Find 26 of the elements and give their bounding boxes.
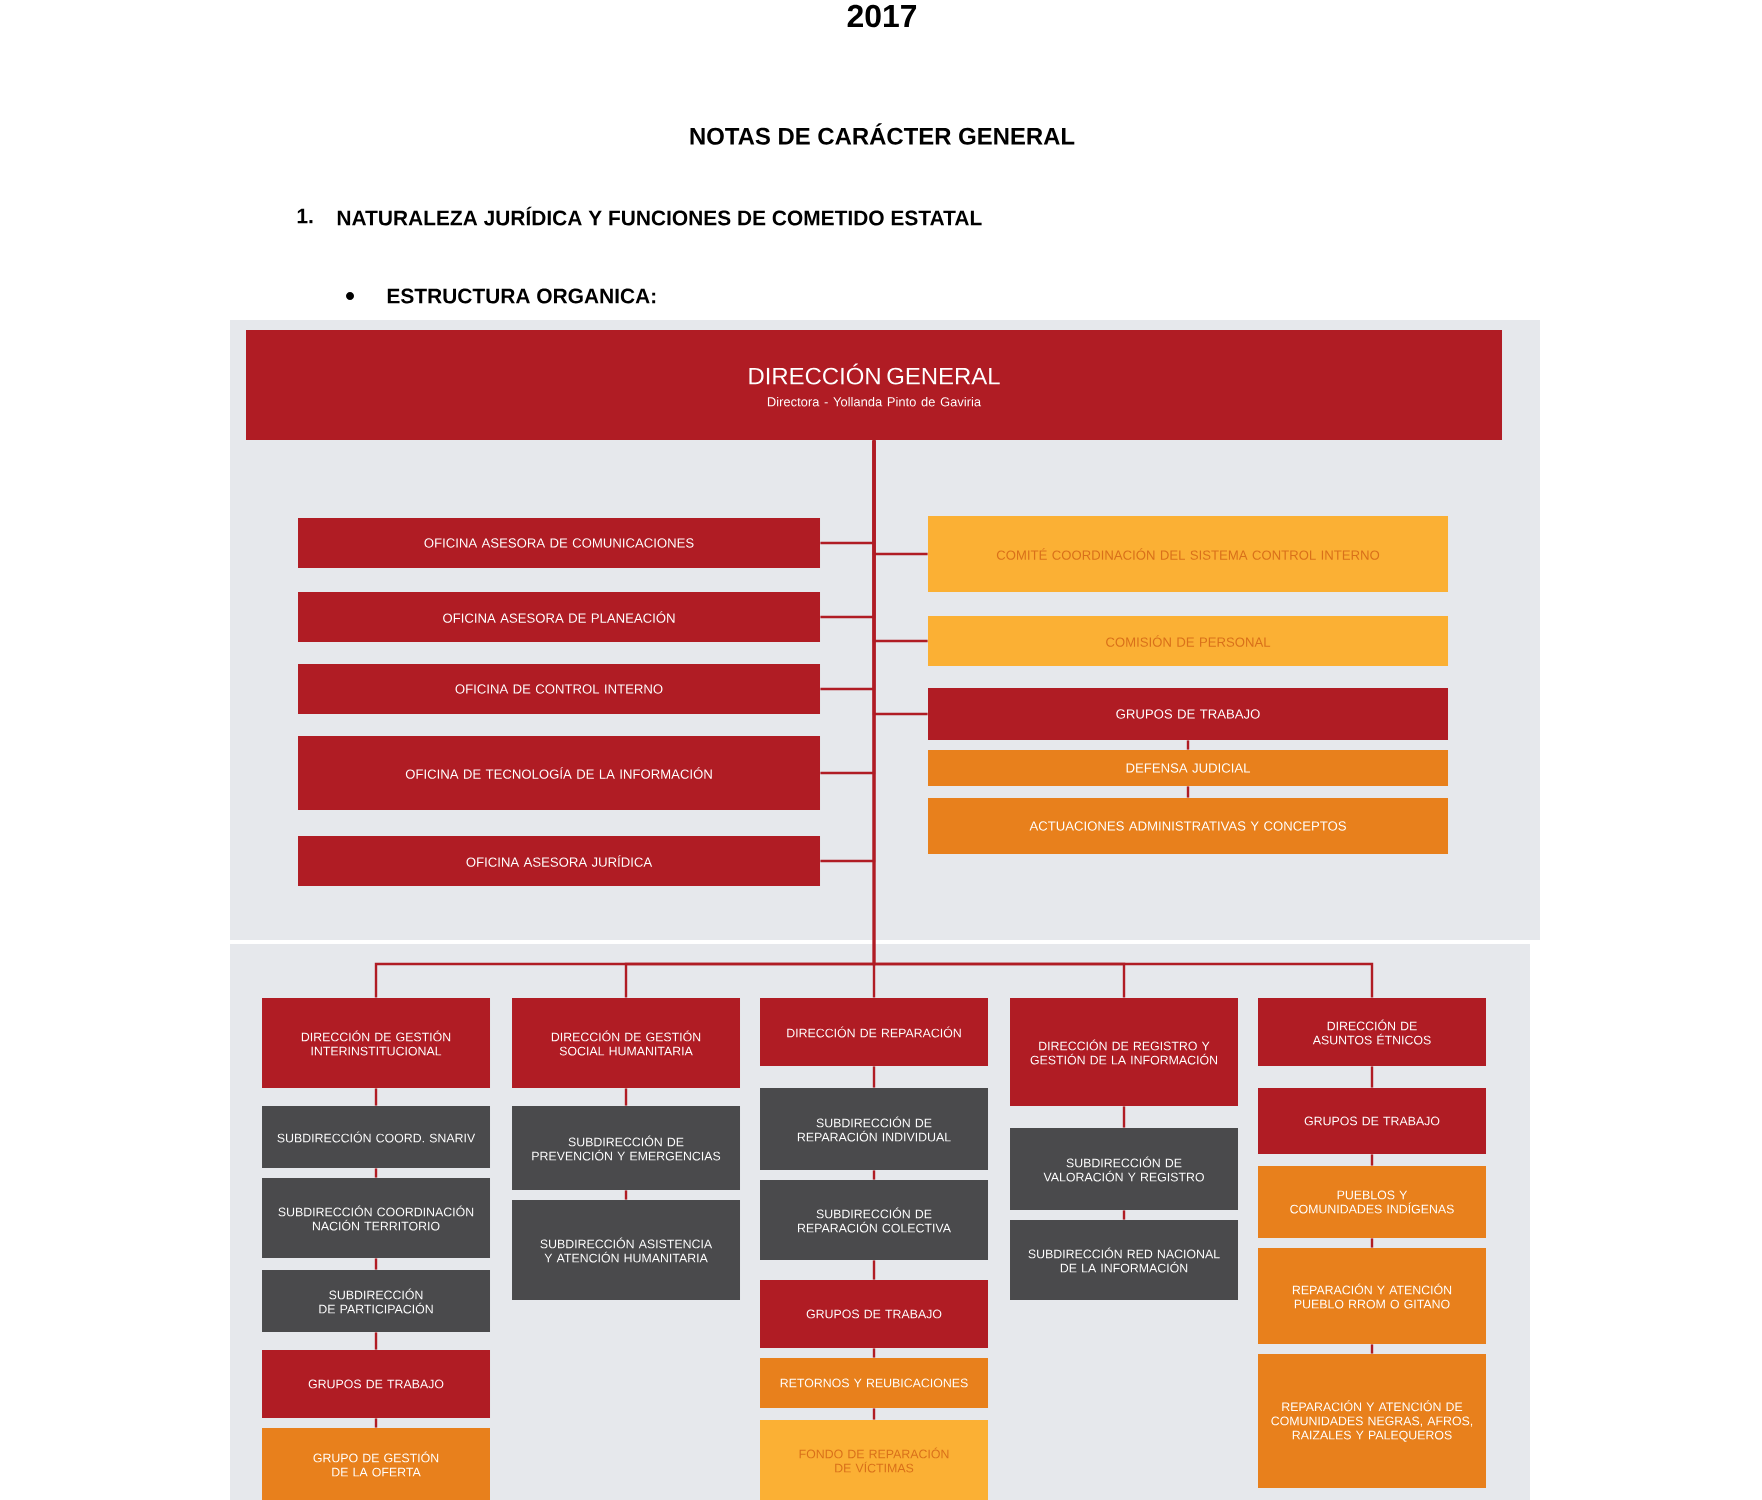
connector-line (374, 1332, 378, 1350)
connector-line (1370, 1154, 1374, 1166)
connector-line (1122, 1106, 1126, 1128)
connector-line (872, 1260, 876, 1280)
connector-line (1370, 1238, 1374, 1248)
connector-line (872, 440, 1374, 998)
year-heading: 2017 (847, 4, 917, 28)
list-heading: NATURALEZA JURÍDICA Y FUNCIONES DE COMETIDO ESTATAL (337, 206, 982, 226)
connector-line (1370, 1066, 1374, 1088)
connector-line (1122, 1210, 1126, 1220)
connector-line (624, 1190, 628, 1200)
bullet-heading: ESTRUCTURA ORGANICA: (387, 288, 656, 304)
connector-line (872, 1408, 876, 1420)
connector-line (872, 1348, 876, 1358)
connector-line (624, 1088, 628, 1106)
connector-line (374, 1088, 378, 1106)
connector-line (872, 1066, 876, 1088)
connector-line (1186, 740, 1190, 750)
list-number: 1. (297, 208, 313, 224)
connector-line (1370, 1344, 1374, 1354)
connector-line (374, 1258, 378, 1270)
section-heading: NOTAS DE CARÁCTER GENERAL (690, 123, 1075, 145)
connector-line (374, 1418, 378, 1428)
connector-line (1186, 786, 1190, 798)
connector-line (872, 1170, 876, 1180)
connector-line (374, 1168, 378, 1178)
